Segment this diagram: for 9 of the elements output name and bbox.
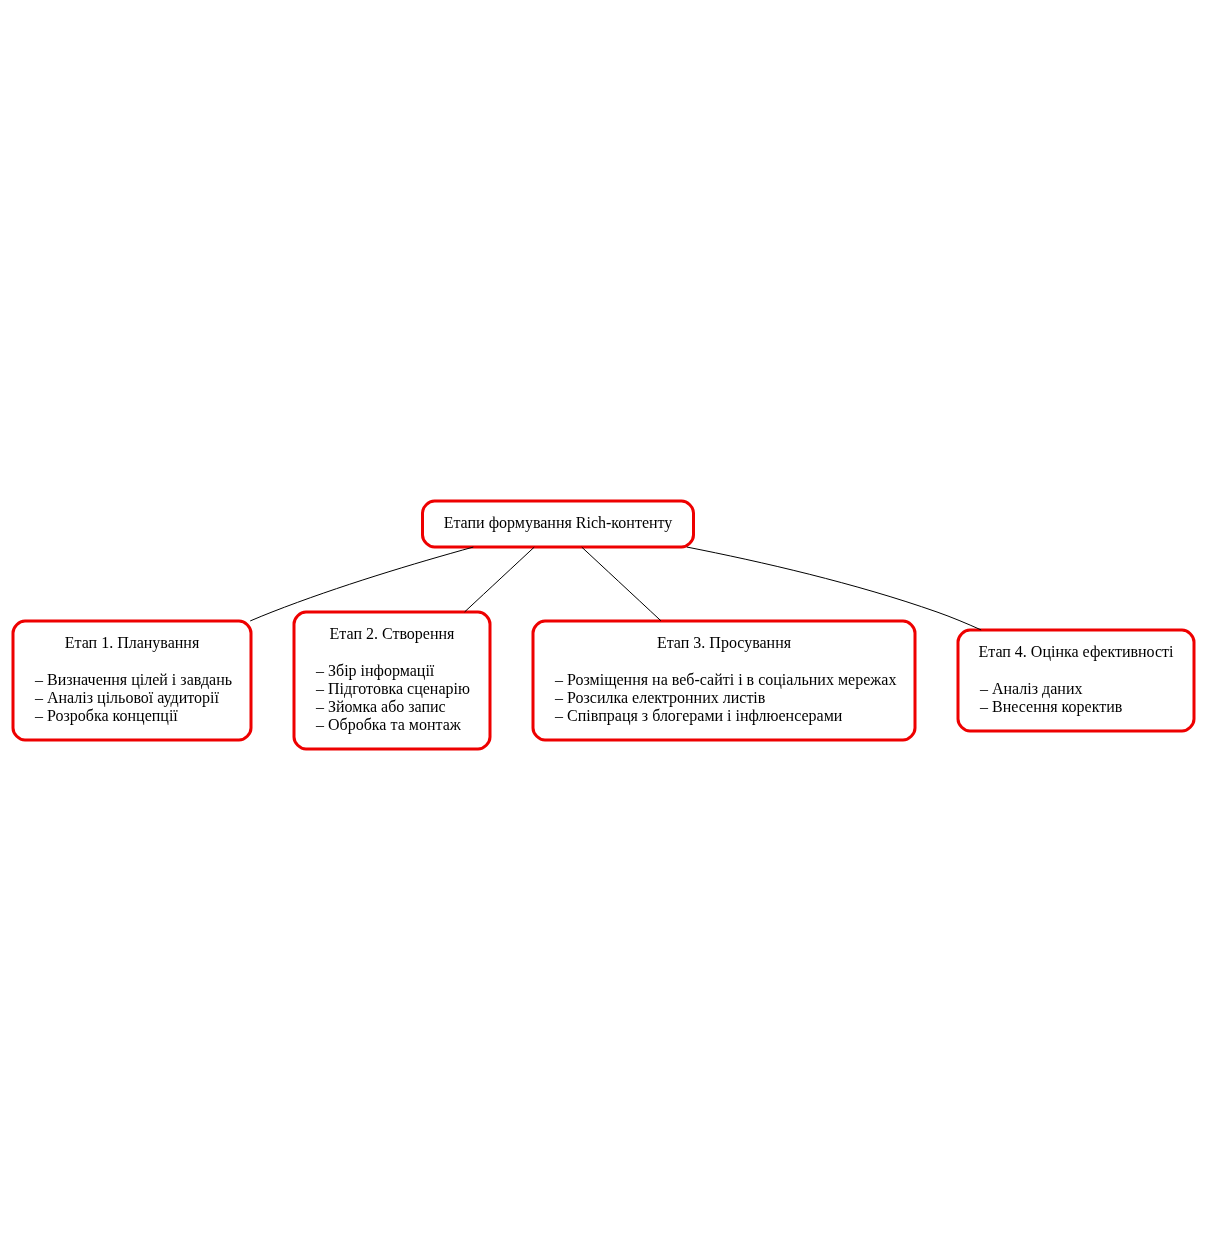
connector: [464, 546, 535, 613]
node-box: Етапи формування Rich-контенту: [421, 499, 695, 549]
connector: [686, 546, 982, 631]
node-box: Етап 2. Створення – Збір інформації – Підготовка сценарію – Зйомка або запис – Обробка та монтаж: [292, 610, 492, 751]
connector: [249, 546, 474, 622]
node-box: Етап 3. Просування – Розміщення на веб-сайті і в соціальних мережах – Розсилка електронних листів – Співпраця з блогерами і інфлюенсерами: [531, 619, 917, 742]
connector: [581, 546, 662, 622]
node-box: Етап 4. Оцінка ефективності – Аналіз даних – Внесення коректив: [956, 628, 1196, 733]
node-box: Етап 1. Планування – Визначення цілей і завдань – Аналіз цільової аудиторії – Розробка концепції: [11, 619, 253, 742]
